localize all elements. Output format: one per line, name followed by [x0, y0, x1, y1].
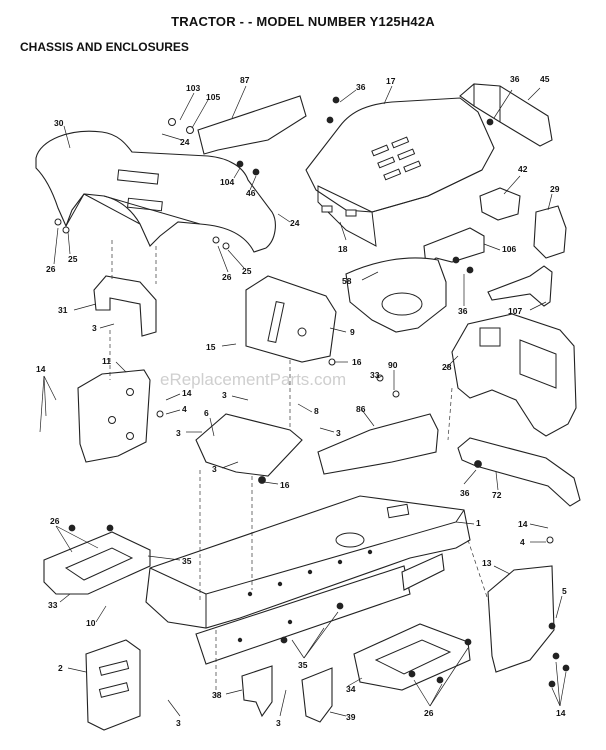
callout-36-c: 36 [458, 306, 468, 316]
footrest-33 [43, 531, 151, 595]
callout-6: 6 [204, 408, 209, 418]
callout-39: 39 [346, 712, 356, 722]
side-panel-28 [451, 313, 577, 437]
dash-plate-9 [245, 275, 337, 363]
hood-vents [371, 136, 422, 181]
callout-16-b: 16 [280, 480, 290, 490]
callout-3-a: 3 [92, 323, 97, 333]
footrest-34 [353, 623, 471, 691]
callout-45: 45 [540, 74, 550, 84]
assembly-lines [109, 240, 489, 700]
callout-4-a: 4 [182, 404, 187, 414]
callout-14-d: 14 [556, 708, 566, 718]
callout-86: 86 [356, 404, 366, 414]
callout-36-d: 36 [460, 488, 470, 498]
callout-46: 46 [246, 188, 256, 198]
callout-24-b: 24 [290, 218, 300, 228]
plate-2 [85, 639, 141, 731]
callout-104: 104 [220, 177, 234, 187]
callout-58: 58 [342, 276, 352, 286]
callout-42: 42 [518, 164, 528, 174]
callout-5: 5 [562, 586, 567, 596]
side-plate-11 [77, 369, 151, 463]
callout-36-b: 36 [510, 74, 520, 84]
callout-35-b: 35 [298, 660, 308, 670]
callout-labels: 103 105 87 36 17 36 45 30 24 104 46 42 2… [36, 74, 567, 728]
callout-11: 11 [102, 356, 111, 366]
page-title: TRACTOR - - MODEL NUMBER Y125H42A [171, 14, 435, 29]
callout-17: 17 [386, 76, 396, 86]
callout-72: 72 [492, 490, 502, 500]
callout-3-f: 3 [276, 718, 281, 728]
callout-2: 2 [58, 663, 63, 673]
callout-18: 18 [338, 244, 348, 254]
plate-6 [195, 413, 303, 477]
dash-panel-58 [345, 257, 447, 333]
bracket-38 [241, 665, 273, 718]
side-plate-13 [487, 565, 555, 673]
strap-72 [457, 437, 581, 507]
callout-103: 103 [186, 83, 200, 93]
strip-86 [317, 413, 439, 475]
callout-87: 87 [240, 75, 250, 85]
cover-29 [533, 205, 567, 259]
callout-4-b: 4 [520, 537, 525, 547]
bracket-45 [459, 83, 553, 147]
callout-9: 9 [350, 327, 355, 337]
callout-14-a: 14 [36, 364, 46, 374]
bracket-107 [487, 265, 553, 307]
panel-87 [197, 95, 307, 155]
callout-15: 15 [206, 342, 216, 352]
callout-28: 28 [442, 362, 452, 372]
callout-29: 29 [550, 184, 560, 194]
callout-3-e: 3 [212, 464, 217, 474]
callout-1: 1 [476, 518, 481, 528]
callout-24-a: 24 [180, 137, 190, 147]
callout-13: 13 [482, 558, 492, 568]
callout-3-b: 3 [222, 390, 227, 400]
callout-106: 106 [502, 244, 516, 254]
callout-10: 10 [86, 618, 96, 628]
hood-panel-30 [35, 130, 276, 253]
page-subtitle: CHASSIS AND ENCLOSURES [20, 40, 189, 54]
bracket-39 [301, 667, 333, 723]
callout-26-a: 26 [46, 264, 56, 274]
bracket-31 [93, 275, 157, 337]
callout-26-d: 26 [424, 708, 434, 718]
callout-26-b: 26 [222, 272, 232, 282]
callout-33-a: 33 [370, 370, 380, 380]
callout-16-a: 16 [352, 357, 362, 367]
callout-107: 107 [508, 306, 522, 316]
callout-31: 31 [58, 305, 68, 315]
cover-42 [479, 187, 521, 221]
callout-3-d: 3 [336, 428, 341, 438]
leader-lines [39, 85, 567, 717]
callout-8: 8 [314, 406, 319, 416]
callout-26-c: 26 [50, 516, 60, 526]
callout-33-b: 33 [48, 600, 58, 610]
callout-36-a: 36 [356, 82, 366, 92]
callout-3-g: 3 [176, 718, 181, 728]
hardware [54, 96, 570, 688]
callout-30: 30 [54, 118, 64, 128]
callout-25-b: 25 [242, 266, 252, 276]
hood-17 [305, 97, 495, 247]
callout-105: 105 [206, 92, 220, 102]
callout-38: 38 [212, 690, 222, 700]
callout-14-c: 14 [518, 519, 528, 529]
callout-34: 34 [346, 684, 356, 694]
callout-25-a: 25 [68, 254, 78, 264]
callout-35-a: 35 [182, 556, 192, 566]
frame-1 [145, 495, 471, 665]
callout-90: 90 [388, 360, 398, 370]
callout-3-c: 3 [176, 428, 181, 438]
callout-14-b: 14 [182, 388, 192, 398]
watermark: eReplacementParts.com [160, 370, 346, 389]
